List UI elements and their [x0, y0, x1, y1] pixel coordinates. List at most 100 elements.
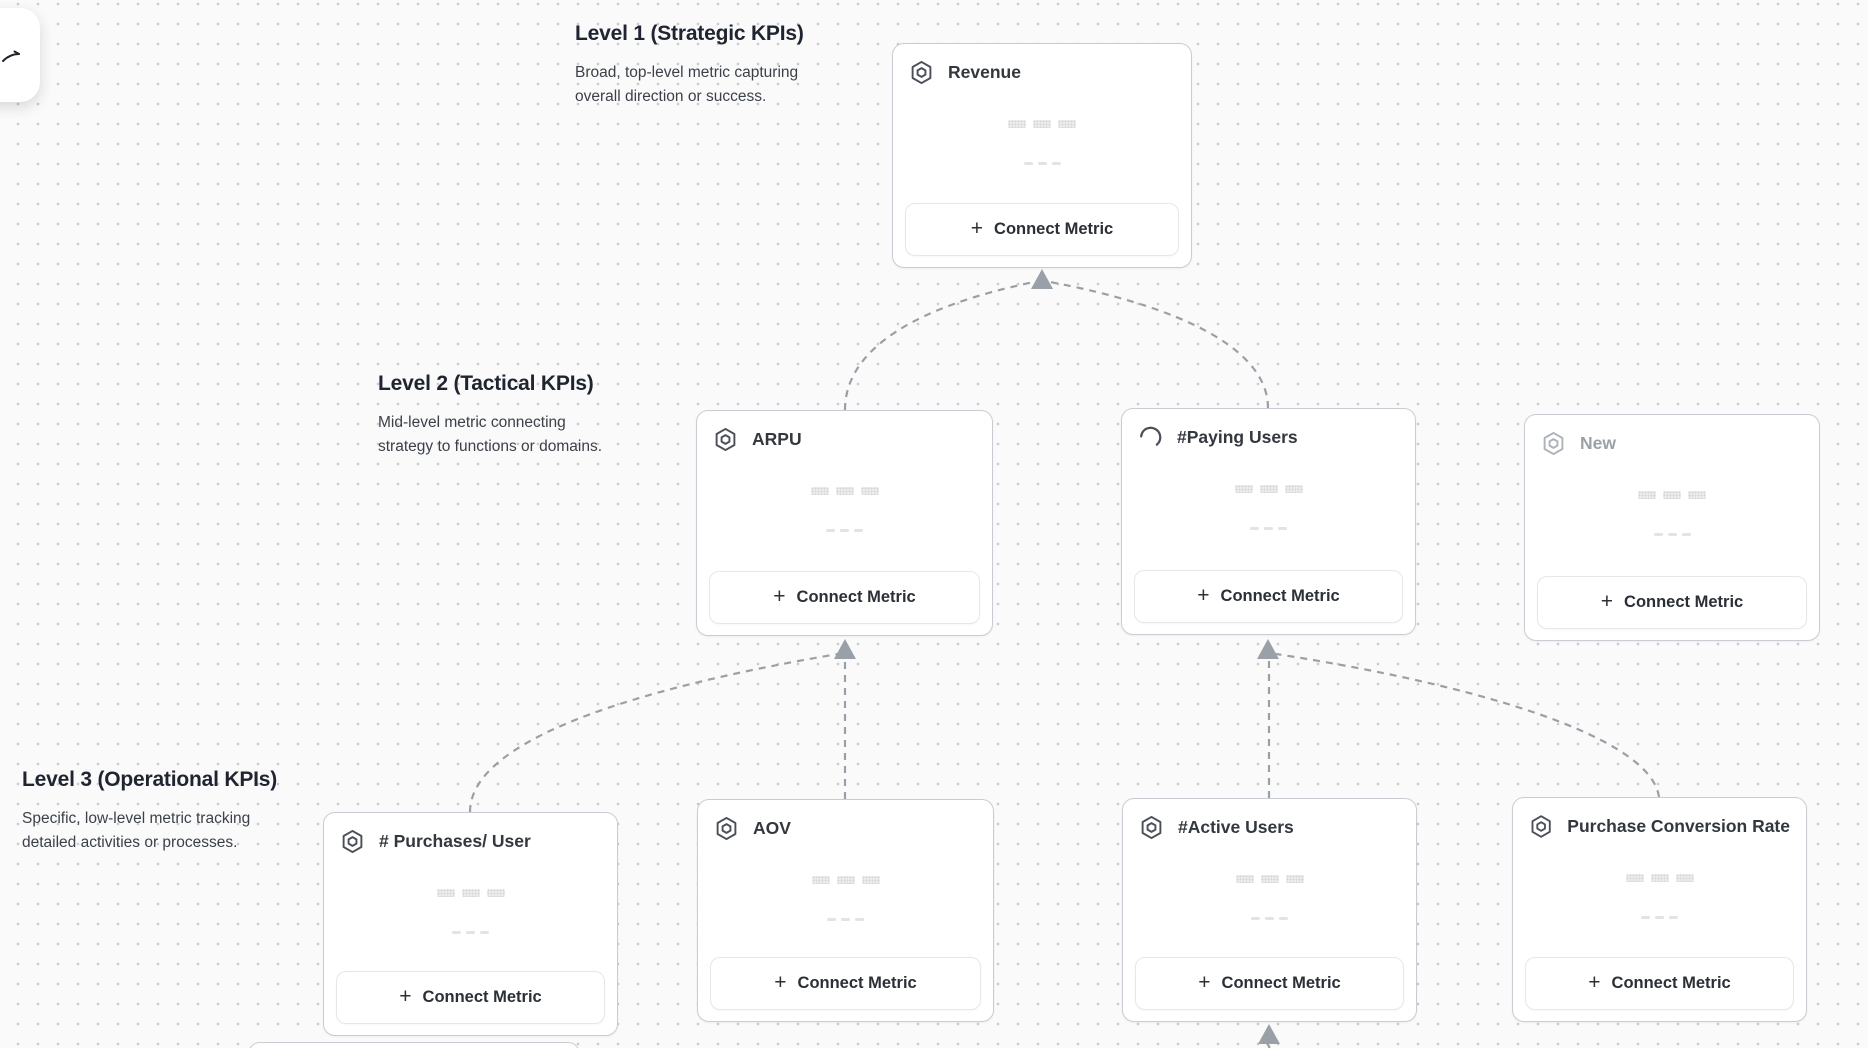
- connect-metric-label: Connect Metric: [422, 988, 542, 1006]
- skeleton-bars: [1625, 874, 1694, 882]
- skeleton-bars: [1234, 485, 1303, 493]
- skeleton-bars: [810, 487, 879, 495]
- hexagon-metric-icon: [1138, 814, 1165, 841]
- metric-card-purchase-conversion-rate[interactable]: Purchase Conversion Rate + Connect Metri…: [1512, 797, 1807, 1022]
- connector-payingusers-to-revenue: [1049, 280, 1270, 409]
- skeleton-bars: [1235, 875, 1304, 883]
- card-title: # Purchases/ User: [379, 831, 531, 851]
- connect-metric-label: Connect Metric: [797, 974, 917, 992]
- card-header: # Purchases/ User: [324, 813, 617, 855]
- skeleton-dashes: [1653, 533, 1691, 536]
- level-3-title: Level 3 (Operational KPIs): [22, 768, 278, 791]
- metric-card-purchases-per-user[interactable]: # Purchases/ User + Connect Metric: [323, 812, 618, 1036]
- connector-purchases-to-arpu: [468, 652, 839, 813]
- card-header: AOV: [698, 800, 993, 842]
- skeleton-dashes: [1251, 917, 1288, 920]
- card-title: New: [1580, 433, 1616, 453]
- metric-card-active-users[interactable]: #Active Users + Connect Metric: [1122, 798, 1417, 1022]
- card-title: AOV: [753, 818, 791, 838]
- plus-icon: +: [1197, 584, 1210, 607]
- card-header: #Paying Users: [1122, 409, 1415, 451]
- skeleton-bars: [436, 889, 505, 897]
- connect-metric-button[interactable]: + Connect Metric: [905, 203, 1179, 256]
- level-1-description: Broad, top-level metric capturing overal…: [575, 64, 799, 105]
- level-3-label: Level 3 (Operational KPIs) Specific, low…: [22, 768, 277, 855]
- level-2-title: Level 2 (Tactical KPIs): [378, 372, 594, 395]
- plus-icon: +: [774, 971, 787, 994]
- card-header: ARPU: [697, 411, 992, 453]
- connect-metric-button[interactable]: + Connect Metric: [710, 957, 981, 1010]
- metric-card-arpu[interactable]: ARPU + Connect Metric: [696, 410, 993, 636]
- card-header: #Active Users: [1123, 799, 1416, 841]
- skeleton-dashes: [1641, 916, 1678, 919]
- connect-metric-button[interactable]: + Connect Metric: [1525, 957, 1794, 1010]
- connect-metric-label: Connect Metric: [1221, 974, 1341, 992]
- metric-card-partial-bottom[interactable]: [248, 1042, 580, 1048]
- connect-metric-button[interactable]: + Connect Metric: [1134, 570, 1403, 623]
- skeleton-dashes: [1023, 162, 1061, 165]
- level-2-label: Level 2 (Tactical KPIs) Mid-level metric…: [378, 372, 623, 459]
- hexagon-metric-icon: [712, 426, 739, 453]
- spinner-icon: [1137, 424, 1164, 451]
- level-2-description: Mid-level metric connecting strategy to …: [378, 414, 603, 455]
- metric-placeholder: [324, 889, 617, 934]
- arrowhead-revenue: [1031, 269, 1053, 289]
- level-1-title: Level 1 (Strategic KPIs): [575, 22, 804, 45]
- hexagon-metric-icon: [1540, 430, 1567, 457]
- metric-placeholder: [1525, 491, 1819, 536]
- connect-metric-label: Connect Metric: [1220, 587, 1340, 605]
- hexagon-metric-icon: [908, 59, 935, 86]
- hexagon-metric-icon: [339, 828, 366, 855]
- card-title: Purchase Conversion Rate: [1567, 816, 1790, 836]
- metric-placeholder: [698, 876, 993, 921]
- connect-metric-label: Connect Metric: [1624, 593, 1744, 611]
- arrowhead-arpu: [834, 639, 856, 659]
- plus-icon: +: [773, 585, 786, 608]
- metric-card-revenue[interactable]: Revenue + Connect Metric: [892, 43, 1192, 268]
- connect-metric-label: Connect Metric: [1611, 974, 1731, 992]
- arrowhead-payingusers: [1257, 639, 1279, 659]
- level-3-description: Specific, low-level metric tracking deta…: [22, 810, 251, 851]
- plus-icon: +: [1198, 971, 1211, 994]
- plus-icon: +: [1600, 590, 1614, 613]
- skeleton-bars: [1008, 120, 1076, 128]
- connect-metric-button[interactable]: + Connect Metric: [1537, 576, 1807, 629]
- cursor-tool-icon: [2, 50, 20, 62]
- card-title: #Paying Users: [1177, 427, 1298, 447]
- card-title: #Active Users: [1178, 817, 1294, 837]
- plus-icon: +: [970, 217, 984, 240]
- skeleton-dashes: [826, 529, 863, 532]
- connect-metric-button[interactable]: + Connect Metric: [336, 971, 605, 1024]
- connector-arpu-to-revenue: [843, 280, 1035, 411]
- card-header: New: [1525, 415, 1819, 457]
- arrowhead-activeusers: [1258, 1024, 1280, 1044]
- card-header: Purchase Conversion Rate: [1513, 798, 1806, 840]
- card-title: Revenue: [948, 62, 1021, 82]
- skeleton-dashes: [1250, 527, 1287, 530]
- metric-placeholder: [1123, 875, 1416, 920]
- metric-placeholder: [1122, 485, 1415, 530]
- plus-icon: +: [399, 985, 412, 1008]
- cursor-tool-button[interactable]: [0, 8, 40, 102]
- connect-metric-button[interactable]: + Connect Metric: [1135, 957, 1404, 1010]
- metric-placeholder: [1513, 874, 1806, 919]
- skeleton-dashes: [452, 931, 489, 934]
- plus-icon: +: [1588, 971, 1601, 994]
- metric-card-paying-users[interactable]: #Paying Users + Connect Metric: [1121, 408, 1416, 635]
- connect-metric-label: Connect Metric: [796, 588, 916, 606]
- connect-metric-button[interactable]: + Connect Metric: [709, 571, 980, 624]
- card-header: Revenue: [893, 44, 1191, 86]
- metric-card-aov[interactable]: AOV + Connect Metric: [697, 799, 994, 1022]
- metric-placeholder: [893, 120, 1191, 165]
- skeleton-bars: [1638, 491, 1706, 499]
- level-1-label: Level 1 (Strategic KPIs) Broad, top-leve…: [575, 22, 823, 109]
- card-title: ARPU: [752, 429, 802, 449]
- metric-placeholder: [697, 487, 992, 532]
- hexagon-metric-icon: [713, 815, 740, 842]
- hexagon-metric-icon: [1528, 813, 1554, 840]
- connector-pcr-to-payingusers: [1275, 652, 1661, 798]
- metric-card-new[interactable]: New + Connect Metric: [1524, 414, 1820, 641]
- skeleton-bars: [811, 876, 880, 884]
- connector-offscreen-to-activeusers: [1266, 1043, 1271, 1048]
- skeleton-dashes: [827, 918, 864, 921]
